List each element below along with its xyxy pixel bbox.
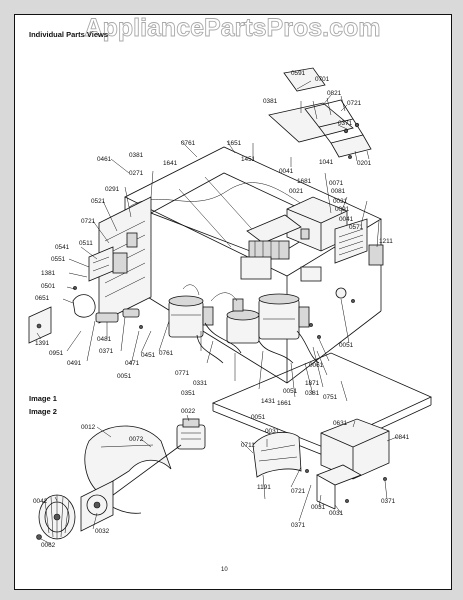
callout-0761: 0761: [181, 140, 196, 147]
callout-0051: 0051: [339, 342, 354, 349]
callout-0451: 0451: [141, 352, 156, 359]
terminal-block: [240, 214, 302, 280]
image-label-1: Image 1: [29, 394, 57, 403]
callout-0022: 0022: [181, 408, 196, 415]
heater-coil: [334, 218, 384, 266]
callout-1681: 1681: [297, 178, 312, 185]
callout-0072: 0072: [129, 436, 144, 443]
callout-0841: 0841: [395, 434, 410, 441]
callout-1381: 1381: [41, 270, 56, 277]
callout-0042: 0042: [33, 498, 48, 505]
callout-0371: 0371: [338, 120, 353, 127]
callout-1451: 1451: [241, 156, 256, 163]
callout-0031: 0031: [265, 428, 280, 435]
callout-0511: 0511: [79, 240, 93, 247]
callout-0461: 0461: [97, 156, 112, 163]
callout-0201: 0201: [357, 160, 372, 167]
callout-0041: 0041: [339, 216, 354, 223]
callout-0721: 0721: [81, 218, 96, 225]
callout-0071: 0071: [329, 180, 344, 187]
callout-0821: 0821: [327, 90, 342, 97]
callout-0051: 0051: [283, 388, 298, 395]
callout-0091: 0091: [335, 206, 350, 213]
blower-wheel: [38, 494, 76, 540]
callout-0701: 0701: [315, 76, 330, 83]
callout-0521: 0521: [91, 198, 106, 205]
callout-0032: 0032: [95, 528, 110, 535]
callout-0471: 0471: [125, 360, 140, 367]
callout-0351: 0351: [181, 390, 196, 397]
callout-1871: 1871: [305, 380, 320, 387]
callout-0381: 0381: [263, 98, 278, 105]
callout-0751: 0751: [323, 394, 338, 401]
callout-1661: 1661: [277, 400, 292, 407]
compressor-center: [226, 298, 260, 344]
lower-control-box: [320, 418, 390, 480]
callout-0291: 0291: [105, 186, 120, 193]
callout-0051: 0051: [251, 414, 266, 421]
callout-1391: 1391: [35, 340, 50, 347]
diagram-heading: Individual Parts Views: [29, 30, 108, 39]
callout-0591: 0591: [291, 70, 306, 77]
callout-0491: 0491: [67, 360, 82, 367]
callout-0371: 0371: [381, 498, 396, 505]
blower-motor: [176, 418, 206, 450]
callout-1431: 1431: [261, 398, 276, 405]
page-number: 10: [221, 567, 228, 573]
callout-0381: 0381: [305, 390, 320, 397]
callout-0031: 0031: [329, 510, 344, 517]
blower-mount-plate: [80, 480, 114, 532]
diagram-sheet: AppliancePartsPros.com Individual Parts …: [14, 14, 452, 590]
callout-0381: 0381: [129, 152, 144, 159]
callout-0501: 0501: [41, 283, 56, 290]
callout-0541: 0541: [55, 244, 70, 251]
callout-0371: 0371: [99, 348, 114, 355]
image-label-2: Image 2: [29, 407, 57, 416]
motor-shroud: [252, 431, 302, 478]
callout-0771: 0771: [175, 370, 190, 377]
callout-0571: 0571: [349, 224, 364, 231]
compressor-right: [258, 293, 310, 340]
callout-1191: 1191: [257, 484, 271, 491]
callout-0721: 0721: [291, 488, 306, 495]
callout-1641: 1641: [163, 160, 178, 167]
callout-0081: 0081: [331, 188, 346, 195]
watermark: AppliancePartsPros.com: [85, 15, 381, 42]
top-bracket-assembly: [268, 67, 372, 159]
callout-0271: 0271: [129, 170, 144, 177]
callout-0331: 0331: [193, 380, 208, 387]
callout-0021: 0021: [289, 188, 304, 195]
right-components: [300, 266, 355, 339]
left-components: [28, 246, 143, 344]
callout-0631: 0631: [333, 420, 348, 427]
callout-0711: 0711: [241, 442, 255, 449]
motor-shaft: [104, 444, 182, 502]
blower-set-screw: [36, 534, 42, 540]
callout-1041: 1041: [319, 159, 334, 166]
callout-0051: 0051: [117, 373, 132, 380]
compressor-left: [168, 295, 214, 338]
callout-0761: 0761: [159, 350, 174, 357]
callout-0031: 0031: [311, 504, 326, 511]
callout-0061: 0061: [309, 362, 324, 369]
callout-1211: 1211: [379, 238, 393, 245]
callout-labels: 0591 0701 0821 0381 0721 0371 1041 0201 0761 1651…: [33, 70, 410, 549]
exploded-parts-diagram: AppliancePartsPros.com Individual Parts …: [28, 15, 432, 573]
callout-1651: 1651: [227, 140, 242, 147]
callout-0481: 0481: [97, 336, 112, 343]
callout-0721: 0721: [347, 100, 362, 107]
callout-0651: 0651: [35, 295, 50, 302]
callout-0371: 0371: [291, 522, 306, 529]
lower-bracket: [305, 464, 387, 510]
callout-0951: 0951: [49, 350, 64, 357]
callout-0031: 0031: [333, 198, 348, 205]
callout-0041: 0041: [279, 168, 294, 175]
leader-lines: [36, 80, 398, 545]
callout-0012: 0012: [81, 424, 96, 431]
callout-0551: 0551: [51, 256, 66, 263]
callout-0062: 0062: [41, 542, 56, 549]
